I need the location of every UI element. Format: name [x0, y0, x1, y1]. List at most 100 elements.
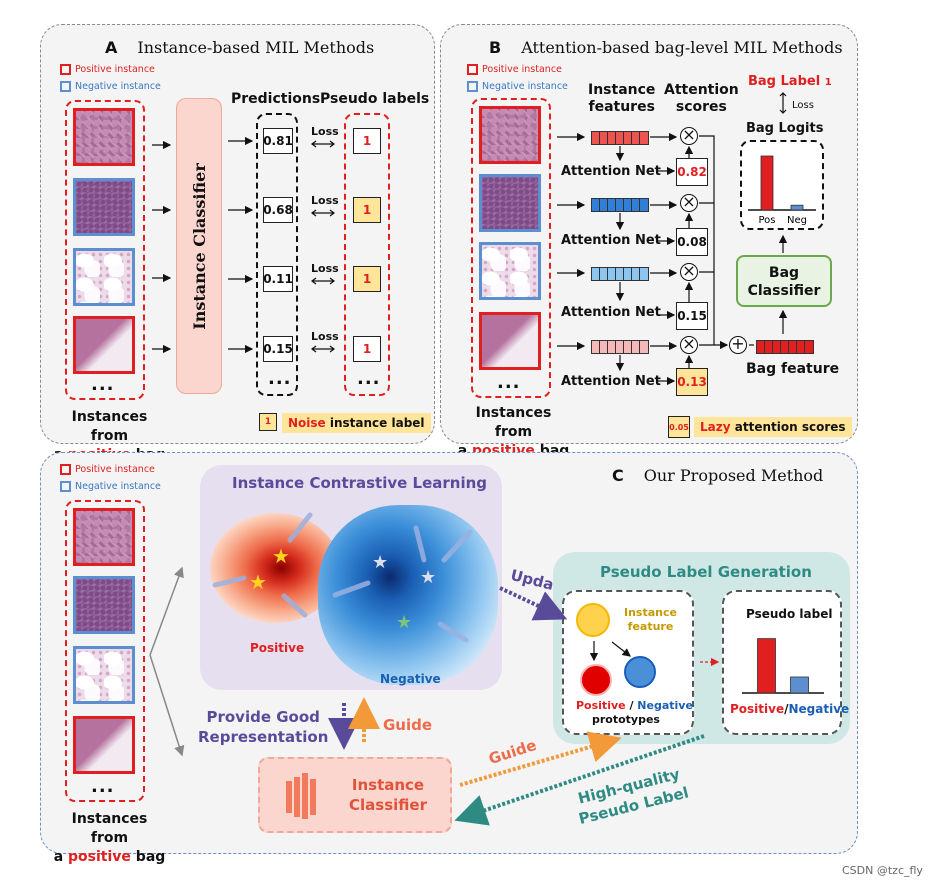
noise-key: 1	[259, 413, 277, 431]
contrastive-learning-title: Instance Contrastive Learning	[232, 474, 488, 492]
star-icon: ★	[420, 567, 437, 588]
star-icon: ★	[272, 544, 290, 568]
bar-pos	[760, 155, 774, 211]
bag-feature-vector	[756, 340, 814, 354]
prediction-value: 0.15	[263, 336, 293, 362]
bar-neg	[790, 204, 804, 211]
instance-feature-icon	[576, 603, 610, 637]
loss-label: Loss	[311, 330, 339, 343]
ellipsis: ...	[497, 372, 521, 393]
sum-icon: +	[729, 336, 747, 354]
legend-negative: Negative instance	[60, 481, 161, 492]
pseudo-labels-header: Pseudo labels	[320, 91, 430, 107]
multiply-icon: ×	[680, 336, 698, 354]
multiply-icon: ×	[680, 127, 698, 145]
plg-title: Pseudo Label Generation	[600, 563, 812, 581]
ellipsis: ...	[91, 776, 115, 797]
bag-caption-c: Instances from a positive bag	[53, 811, 166, 865]
ellipsis: ...	[357, 368, 381, 389]
feature-vector	[591, 267, 649, 281]
instance-image	[73, 508, 135, 566]
loss-label: Loss	[311, 194, 339, 207]
positive-prototype-icon	[580, 664, 612, 696]
pseudo-label-noise: 1	[353, 266, 381, 292]
instance-bag-c: ...	[65, 500, 145, 802]
prediction-value: 0.11	[263, 266, 293, 292]
attention-net-label: Attention Net	[561, 374, 661, 389]
legend-positive: Positive instance	[60, 64, 155, 75]
prediction-value: 0.81	[263, 128, 293, 154]
noise-legend: Noise instance label	[282, 413, 431, 433]
panel-b	[440, 24, 858, 444]
bag-logits-box	[740, 140, 824, 230]
instance-bag-b: ...	[471, 98, 551, 398]
ellipsis: ...	[91, 374, 115, 395]
attention-score-lazy: 0.13	[676, 368, 708, 396]
bag-label: Bag Label 1	[748, 74, 832, 89]
tick-label: Neg	[787, 215, 807, 226]
legend-negative: Negative instance	[60, 81, 161, 92]
instance-image	[73, 716, 135, 774]
instance-image	[73, 248, 135, 306]
lazy-legend: Lazy attention scores	[694, 417, 852, 437]
pseudo-label-noise: 1	[353, 197, 381, 223]
pseudo-labels-column	[344, 113, 390, 396]
loss-label: Loss	[792, 100, 814, 111]
attention-score: 0.08	[676, 228, 708, 256]
network-icon	[286, 773, 320, 819]
feature-vector	[591, 340, 649, 354]
loss-label: Loss	[311, 262, 339, 275]
pseudo-label-title: Pseudo label	[746, 607, 833, 621]
star-icon: ★	[249, 570, 267, 594]
positive-cluster-label: Positive	[250, 641, 305, 655]
multiply-icon: ×	[680, 194, 698, 212]
bag-logits-chart: Pos Neg	[748, 155, 816, 226]
guide-label: Guide	[383, 716, 433, 734]
legend-positive: Positive instance	[60, 464, 155, 475]
negative-prototype-icon	[624, 656, 656, 688]
instance-image	[73, 576, 135, 634]
loss-label: Loss	[311, 125, 339, 138]
legend-positive: Positive instance	[467, 64, 562, 75]
tick-label: Pos	[758, 215, 775, 226]
pseudo-label-chart	[742, 638, 824, 694]
legend-negative: Negative instance	[467, 81, 568, 92]
instance-image	[73, 316, 135, 374]
instance-image	[73, 178, 135, 236]
ellipsis: ...	[268, 368, 292, 389]
attention-net-label: Attention Net	[561, 164, 661, 179]
prototypes-label: Positive / Negative prototypes	[576, 699, 693, 726]
star-icon: ★	[372, 552, 389, 573]
attention-score: 0.15	[676, 302, 708, 330]
pseudo-label-value: 1	[353, 336, 381, 362]
feature-vector	[591, 131, 649, 145]
instance-image	[479, 106, 541, 164]
bag-caption-b: Instances from a positive bag	[457, 405, 570, 459]
attention-net-label: Attention Net	[561, 305, 661, 320]
feature-vector	[591, 198, 649, 212]
instance-image	[73, 646, 135, 704]
predictions-header: Predictions	[231, 91, 321, 107]
prediction-value: 0.68	[263, 197, 293, 223]
star-icon: ★	[396, 612, 413, 633]
bag-logits-label: Bag Logits	[746, 121, 824, 136]
bag-feature-label: Bag feature	[746, 361, 840, 377]
attention-score: 0.82	[676, 158, 708, 186]
instance-bag-a: ...	[65, 100, 145, 400]
lazy-key: 0.05	[668, 416, 690, 438]
bar-negative	[790, 676, 809, 694]
instance-image	[479, 242, 541, 300]
negative-cluster-label: Negative	[380, 672, 441, 686]
pseudo-label-legend: Positive/Negative	[730, 702, 850, 716]
instance-image	[479, 312, 541, 370]
